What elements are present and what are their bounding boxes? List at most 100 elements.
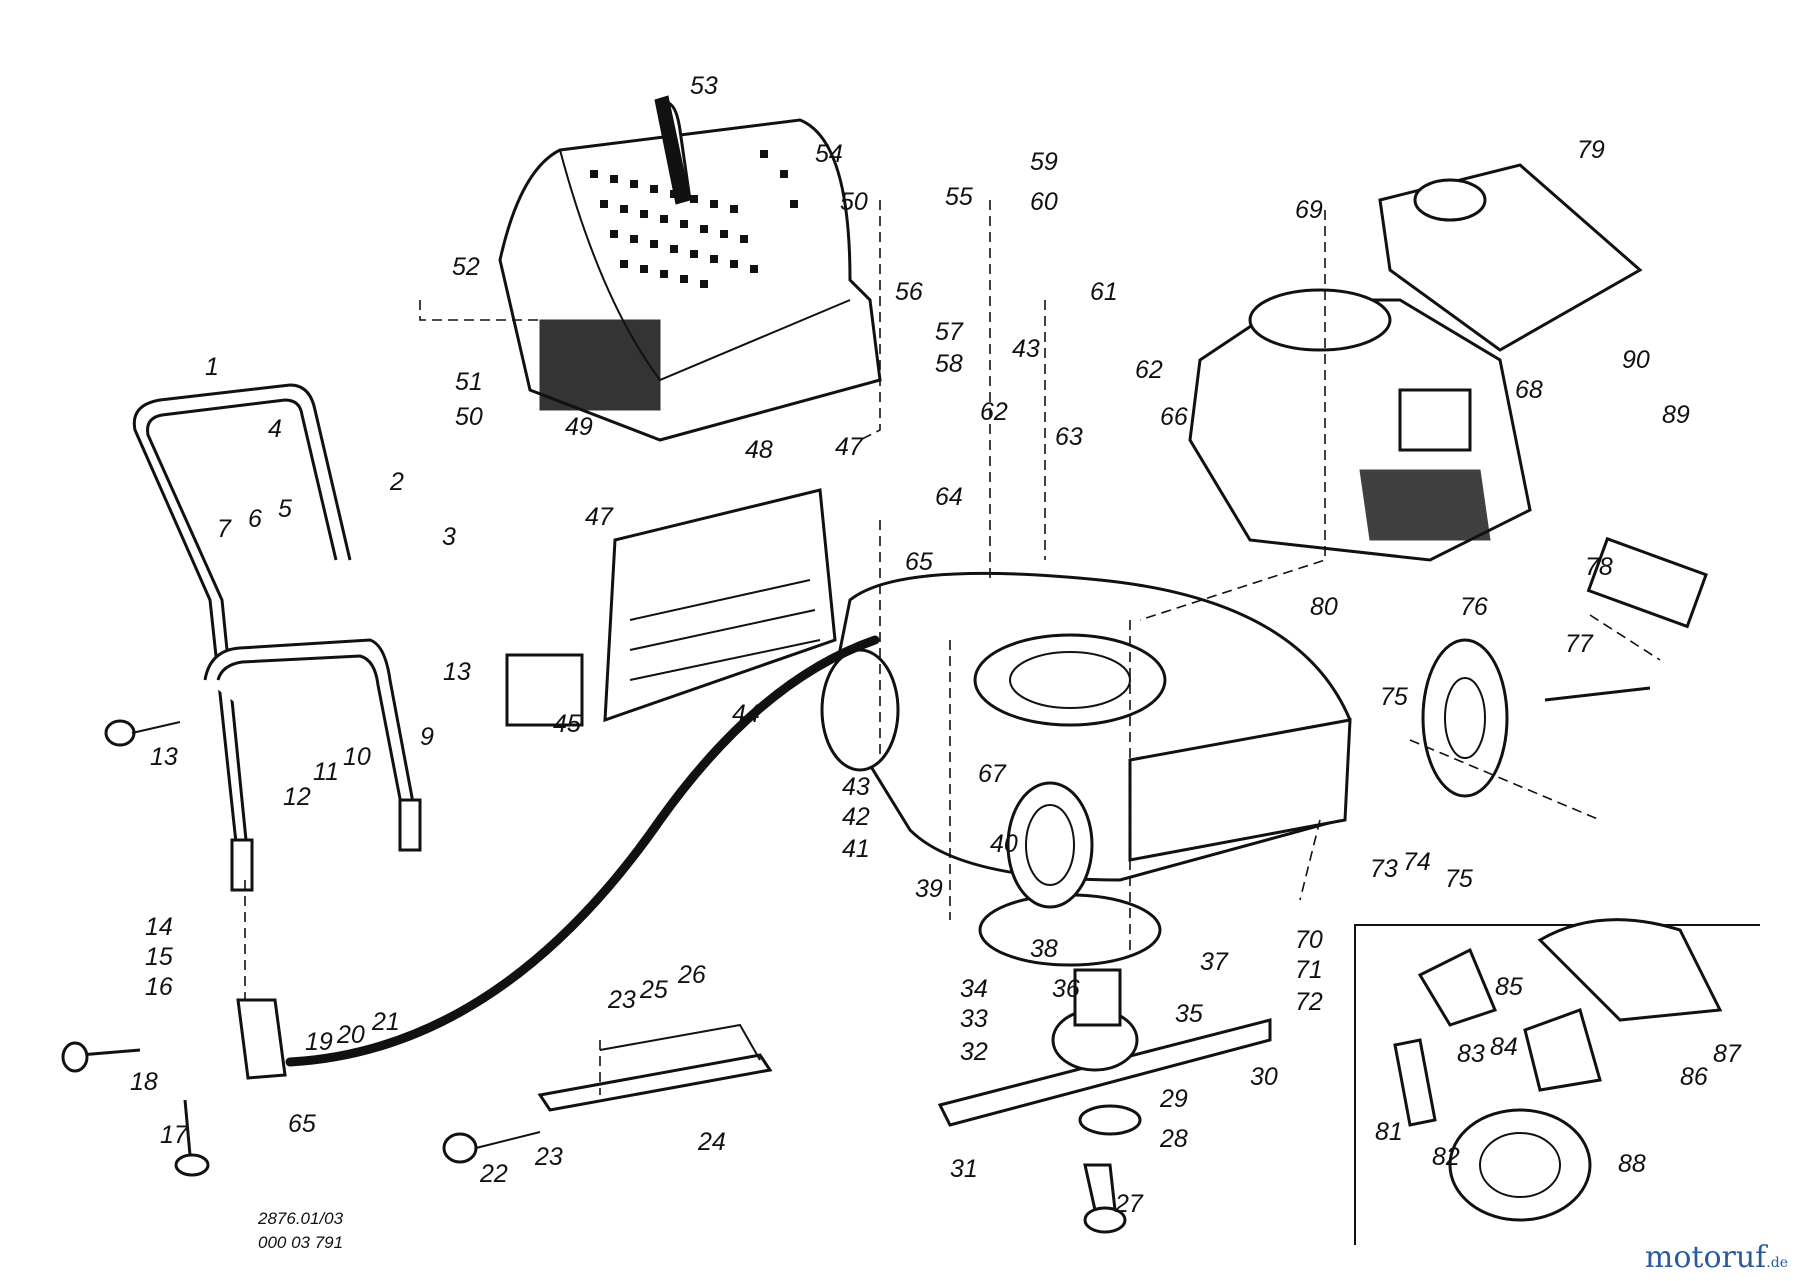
handle-bracket	[61, 998, 287, 1177]
callout-80: 80	[1310, 593, 1338, 621]
callout-49: 49	[565, 413, 593, 441]
callout-59: 59	[1030, 148, 1058, 176]
callout-84: 84	[1490, 1033, 1518, 1061]
callout-40: 40	[990, 830, 1018, 858]
callout-24: 24	[697, 1128, 726, 1156]
callout-41: 41	[842, 835, 870, 863]
leader-lines	[244, 200, 1661, 1095]
callout-27: 27	[1114, 1190, 1144, 1218]
callout-65: 65	[905, 548, 933, 576]
callout-56: 56	[895, 278, 923, 306]
callout-10: 10	[343, 743, 371, 771]
watermark-logo: motoruf.de	[1645, 1240, 1788, 1275]
callout-62: 62	[1135, 356, 1163, 384]
callout-78: 78	[1585, 553, 1613, 581]
callout-44: 44	[732, 700, 760, 728]
callout-65: 65	[288, 1110, 316, 1138]
callout-11: 11	[313, 758, 339, 786]
callout-62: 62	[980, 398, 1008, 426]
axle-frame	[442, 1023, 773, 1164]
inset-detail	[1354, 918, 1760, 1245]
callout-53: 53	[690, 72, 718, 100]
callout-34: 34	[960, 975, 988, 1003]
drawing-code-line-2: 000 03 791	[258, 1233, 343, 1252]
callout-68: 68	[1515, 376, 1543, 404]
callout-38: 38	[1030, 935, 1058, 963]
callout-37: 37	[1200, 948, 1229, 976]
callout-90: 90	[1622, 346, 1650, 374]
callout-82: 82	[1432, 1143, 1460, 1171]
callout-31: 31	[950, 1155, 978, 1183]
callout-60: 60	[1030, 188, 1058, 216]
callout-52: 52	[452, 253, 480, 281]
grass-catcher	[498, 95, 882, 442]
callout-75: 75	[1445, 865, 1473, 893]
callout-7: 7	[217, 515, 232, 543]
callout-64: 64	[935, 483, 963, 511]
callout-19: 19	[305, 1028, 333, 1056]
watermark-suffix: .de	[1766, 1255, 1788, 1271]
handle	[104, 383, 422, 892]
callout-36: 36	[1052, 975, 1080, 1003]
callout-30: 30	[1250, 1063, 1278, 1091]
callout-5: 5	[278, 495, 292, 523]
callout-3: 3	[442, 523, 456, 551]
callout-26: 26	[677, 961, 706, 989]
callout-29: 29	[1159, 1085, 1188, 1113]
rear-flap	[505, 488, 837, 727]
callout-71: 71	[1295, 956, 1323, 984]
callout-81: 81	[1375, 1118, 1403, 1146]
callout-75: 75	[1380, 683, 1408, 711]
callout-54: 54	[815, 140, 843, 168]
drawing-code-line-1: 2876.01/03	[257, 1209, 344, 1228]
rear-wheel	[1421, 536, 1708, 798]
callout-39: 39	[915, 875, 943, 903]
callout-43: 43	[842, 773, 870, 801]
blade-assembly	[937, 968, 1272, 1234]
callout-4: 4	[268, 415, 282, 443]
callout-83: 83	[1457, 1040, 1485, 1068]
callout-6: 6	[248, 505, 262, 533]
callout-22: 22	[479, 1160, 508, 1188]
callout-16: 16	[145, 973, 173, 1001]
callout-58: 58	[935, 350, 963, 378]
callout-28: 28	[1159, 1125, 1188, 1153]
callout-25: 25	[639, 976, 668, 1004]
engine	[1188, 163, 1643, 562]
callout-86: 86	[1680, 1063, 1708, 1091]
callout-23: 23	[607, 986, 636, 1014]
callout-13: 13	[443, 658, 471, 686]
callout-51: 51	[455, 368, 483, 396]
callout-85: 85	[1495, 973, 1523, 1001]
callout-55: 55	[945, 183, 973, 211]
callout-57: 57	[935, 318, 964, 346]
callout-35: 35	[1175, 1000, 1203, 1028]
callout-69: 69	[1295, 196, 1323, 224]
callout-70: 70	[1295, 926, 1323, 954]
callout-23: 23	[534, 1143, 563, 1171]
callout-18: 18	[130, 1068, 158, 1096]
callout-45: 45	[553, 710, 581, 738]
callout-1: 1	[205, 353, 219, 381]
callout-79: 79	[1577, 136, 1605, 164]
callout-21: 21	[371, 1008, 400, 1036]
callout-12: 12	[283, 783, 311, 811]
callout-9: 9	[420, 723, 434, 751]
callout-88: 88	[1618, 1150, 1646, 1178]
callout-43: 43	[1012, 335, 1040, 363]
callout-42: 42	[842, 803, 870, 831]
callout-50: 50	[840, 188, 868, 216]
callout-47: 47	[585, 503, 614, 531]
callout-47: 47	[835, 433, 864, 461]
callout-72: 72	[1295, 988, 1323, 1016]
callout-33: 33	[960, 1005, 988, 1033]
callout-20: 20	[336, 1021, 365, 1049]
throttle-cable	[285, 635, 880, 1067]
callout-32: 32	[960, 1038, 988, 1066]
callout-76: 76	[1460, 593, 1488, 621]
callout-74: 74	[1403, 848, 1431, 876]
callout-48: 48	[745, 436, 773, 464]
callout-66: 66	[1160, 403, 1188, 431]
callout-50: 50	[455, 403, 483, 431]
